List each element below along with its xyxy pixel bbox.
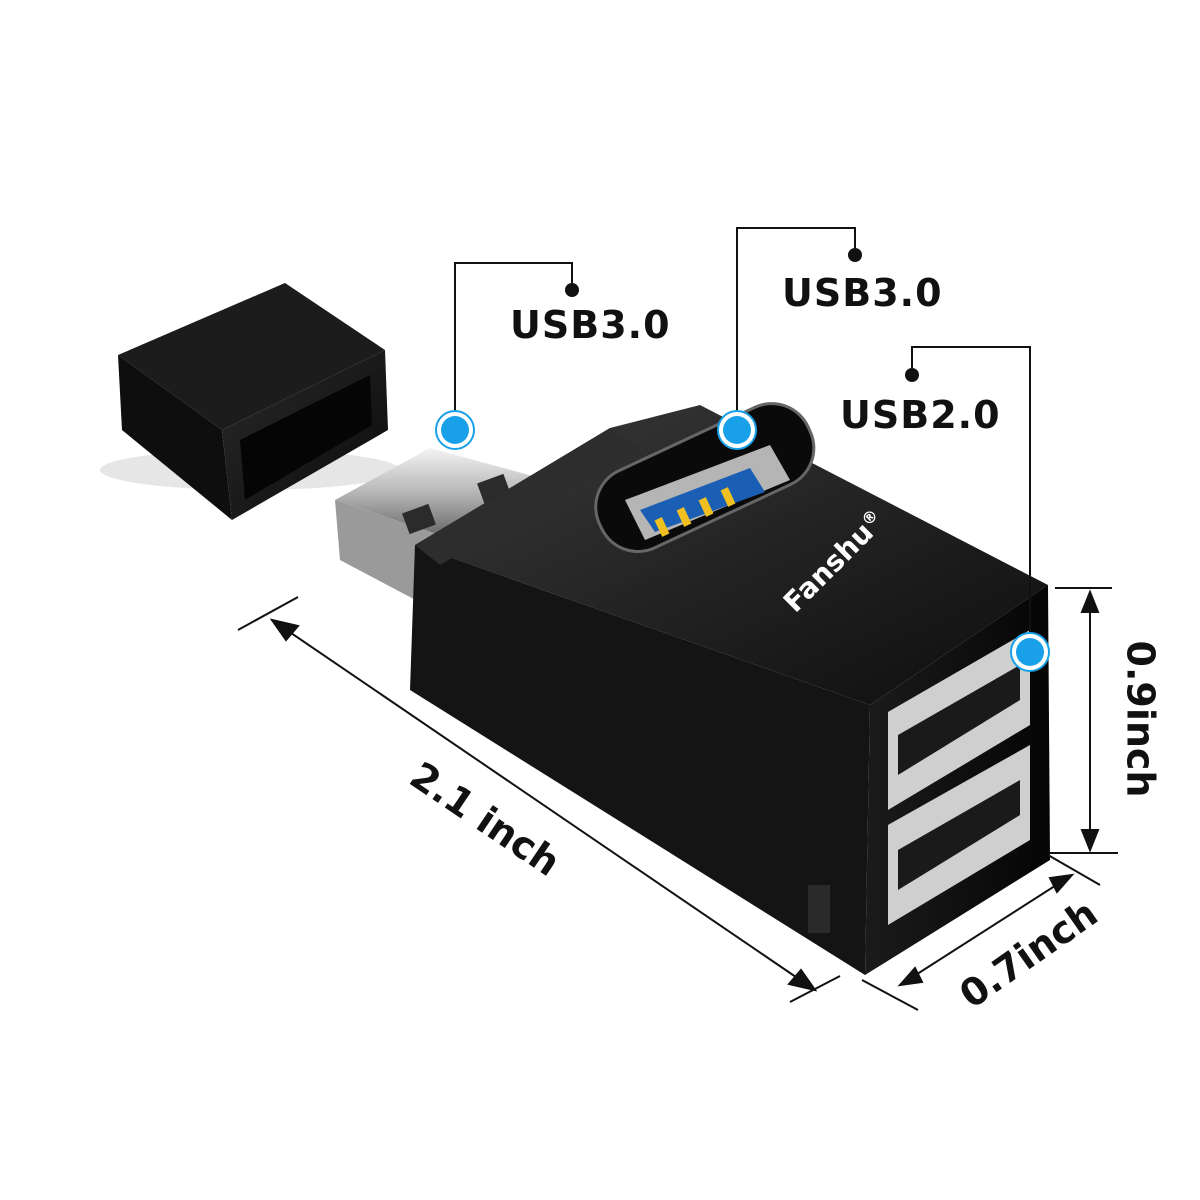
- hub-notch: [808, 885, 830, 933]
- plug-usb3-label: USB3.0: [510, 303, 671, 347]
- height-dimension-label: 0.9inch: [1118, 640, 1163, 798]
- usb-cap: [118, 283, 388, 520]
- top-port-usb3-label: USB3.0: [782, 271, 943, 315]
- hub-body: [410, 402, 1050, 975]
- port-markers: [435, 410, 1050, 672]
- dimension-height: [1050, 587, 1118, 854]
- top-usb3-port: [594, 402, 816, 554]
- side-ports-usb2-label: USB2.0: [840, 393, 1001, 437]
- dimension-length: [237, 596, 841, 1003]
- callout-lines: [454, 227, 1031, 650]
- front-usb2-ports: [888, 630, 1030, 925]
- callout-dots: [565, 248, 919, 382]
- dimension-width: [861, 854, 1101, 1011]
